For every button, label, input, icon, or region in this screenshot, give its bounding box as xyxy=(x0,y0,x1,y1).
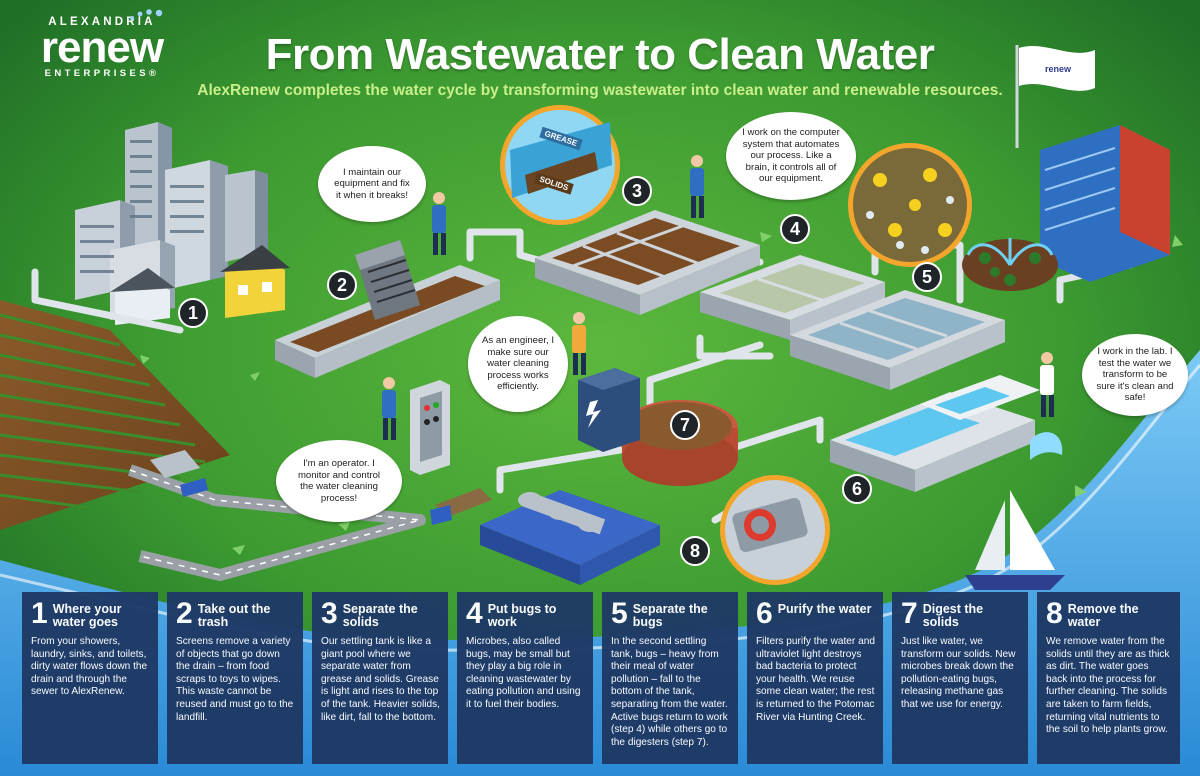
zoom-circle-dewatering xyxy=(720,475,830,585)
step-body: Filters purify the water and ultraviolet… xyxy=(756,636,875,723)
step-number: 6 xyxy=(756,597,773,630)
workers xyxy=(382,168,1054,418)
city-buildings xyxy=(75,122,268,320)
logo-dots-icon xyxy=(130,9,163,20)
logo-re: re xyxy=(40,23,82,72)
step-title: Digest the solids xyxy=(922,602,984,629)
step-number: 2 xyxy=(176,597,193,630)
trucks xyxy=(150,450,492,525)
step-number: 5 xyxy=(611,597,628,630)
control-panel xyxy=(410,380,450,475)
fountain xyxy=(962,238,1058,291)
page-subtitle: AlexRenew completes the water cycle by t… xyxy=(197,82,1003,99)
zoom-circle-settling xyxy=(500,105,620,225)
bubble-engineer: As an engineer, I make sure our water cl… xyxy=(468,316,568,412)
step-title: Separate the solids xyxy=(342,602,418,629)
secondary-settling-tanks xyxy=(790,290,1005,390)
logo-new: new xyxy=(80,23,165,72)
bubble-lab: I work in the lab. I test the water we t… xyxy=(1082,334,1188,416)
step-number: 4 xyxy=(466,597,483,630)
screen-channel xyxy=(275,240,500,378)
step-title: Separate the bugs xyxy=(632,602,708,629)
step-marker-2: 2 xyxy=(327,270,357,300)
bubble-operator: I'm an operator. I monitor and control t… xyxy=(276,440,402,522)
step-title: Put bugs to work xyxy=(487,602,557,629)
aeration-tanks xyxy=(700,255,885,340)
step-marker-4: 4 xyxy=(780,214,810,244)
dewatering-units xyxy=(480,490,660,585)
houses xyxy=(110,245,290,325)
step-panel-6: 6 Purify the water Filters purify the wat… xyxy=(747,592,883,764)
flag: renew xyxy=(1015,45,1095,148)
filtration-building xyxy=(830,375,1040,492)
step-body: Screens remove a variety of objects that… xyxy=(176,636,294,723)
step-marker-8: 8 xyxy=(680,536,710,566)
step-marker-7: 7 xyxy=(670,410,700,440)
digester xyxy=(578,368,738,486)
office-building xyxy=(1040,125,1170,282)
step-body: We remove water from the solids until th… xyxy=(1046,636,1170,736)
page-title: From Wastewater to Clean Water xyxy=(265,30,935,79)
step-title: Remove the water xyxy=(1067,602,1139,629)
bubble-computer: I work on the computer system that autom… xyxy=(726,112,856,200)
sailboat xyxy=(965,490,1065,590)
logo-bottom-text: ENTERPRISES® xyxy=(44,68,160,79)
flow-arrows xyxy=(140,232,1183,555)
alexrenew-logo: ALEXANDRIA renew ENTERPRISES® xyxy=(22,9,182,79)
outfall-splash xyxy=(1030,432,1063,460)
step-body: In the second settling tank, bugs – heav… xyxy=(611,636,728,748)
step-number: 1 xyxy=(31,597,48,630)
step-marker-1: 1 xyxy=(178,298,208,328)
flag-logo: renew xyxy=(1045,64,1072,74)
bubble-maintenance: I maintain our equipment and fix it when… xyxy=(318,146,426,222)
step-body: Just like water, we transform our solids… xyxy=(901,636,1016,710)
logo-top-text: ALEXANDRIA xyxy=(48,16,156,28)
step-marker-6: 6 xyxy=(842,474,872,504)
step-number: 8 xyxy=(1046,597,1063,630)
step-marker-5: 5 xyxy=(912,262,942,292)
step-number: 3 xyxy=(321,597,338,630)
logo-main-text: renew xyxy=(22,26,182,70)
step-number: 7 xyxy=(901,597,918,630)
step-title: Purify the water xyxy=(777,602,872,616)
step-body: From your showers, laundry, sinks, and t… xyxy=(31,636,148,698)
primary-settling-tank xyxy=(535,210,760,315)
step-title: Take out the trash xyxy=(197,602,271,629)
step-marker-3: 3 xyxy=(622,176,652,206)
step-body: Our settling tank is like a giant pool w… xyxy=(321,636,440,723)
zoom-circle-bugs xyxy=(848,143,972,267)
step-title: Where your water goes xyxy=(52,602,122,629)
step-body: Microbes, also called bugs, may be small… xyxy=(466,636,581,710)
